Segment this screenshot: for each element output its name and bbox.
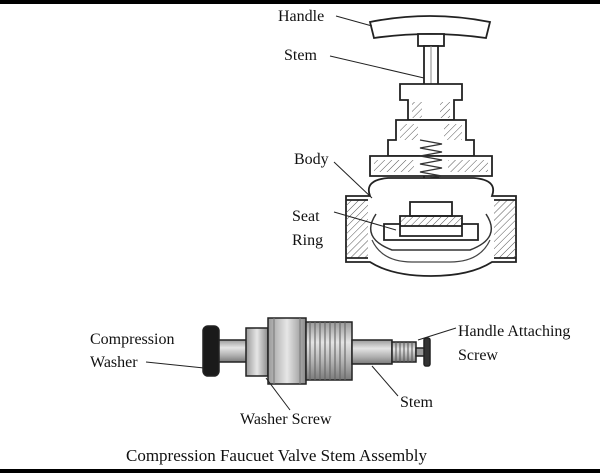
handwheel: [368, 15, 492, 40]
seat-ring: [383, 223, 479, 241]
stem-shaft: [351, 339, 393, 365]
label-handle-attaching: Handle Attaching: [458, 323, 571, 340]
label-stem-bottom: Stem: [400, 394, 433, 411]
label-compression: Compression: [90, 331, 175, 348]
label-ring: Ring: [292, 232, 324, 249]
label-washer-screw: Washer Screw: [240, 411, 332, 428]
globe-valve-section: [345, 15, 517, 277]
leader-compression-washer: [145, 361, 205, 369]
leader-washer-screw: [265, 377, 291, 411]
leader-handle-screw: [417, 327, 457, 341]
handwheel-hub: [417, 33, 445, 47]
label-stem-top: Stem: [284, 47, 317, 64]
valve-body: [345, 177, 517, 277]
threaded-body: [305, 321, 353, 381]
packing-nut: [399, 83, 463, 121]
leader-seat-ring: [333, 211, 397, 231]
leader-stem-top: [329, 55, 425, 79]
leader-handle: [335, 15, 373, 27]
stem-threads: [419, 139, 443, 185]
label-seat: Seat: [292, 208, 320, 225]
valve-disc: [409, 201, 453, 217]
top-border: [0, 0, 600, 4]
label-screw: Screw: [458, 347, 498, 364]
compression-washer: [202, 325, 220, 377]
stem-assembly: [202, 317, 431, 385]
leader-stem-bottom: [371, 365, 399, 397]
figure-caption: Compression Faucuet Valve Stem Assembly: [126, 446, 427, 465]
washer-screw-nut: [245, 327, 269, 377]
label-body: Body: [294, 151, 329, 168]
label-handle: Handle: [278, 8, 325, 25]
leader-lines: [145, 15, 457, 411]
label-washer: Washer: [90, 354, 138, 371]
leader-body: [333, 161, 373, 199]
bottom-border: [0, 469, 600, 473]
handle-screw-head: [423, 337, 431, 367]
